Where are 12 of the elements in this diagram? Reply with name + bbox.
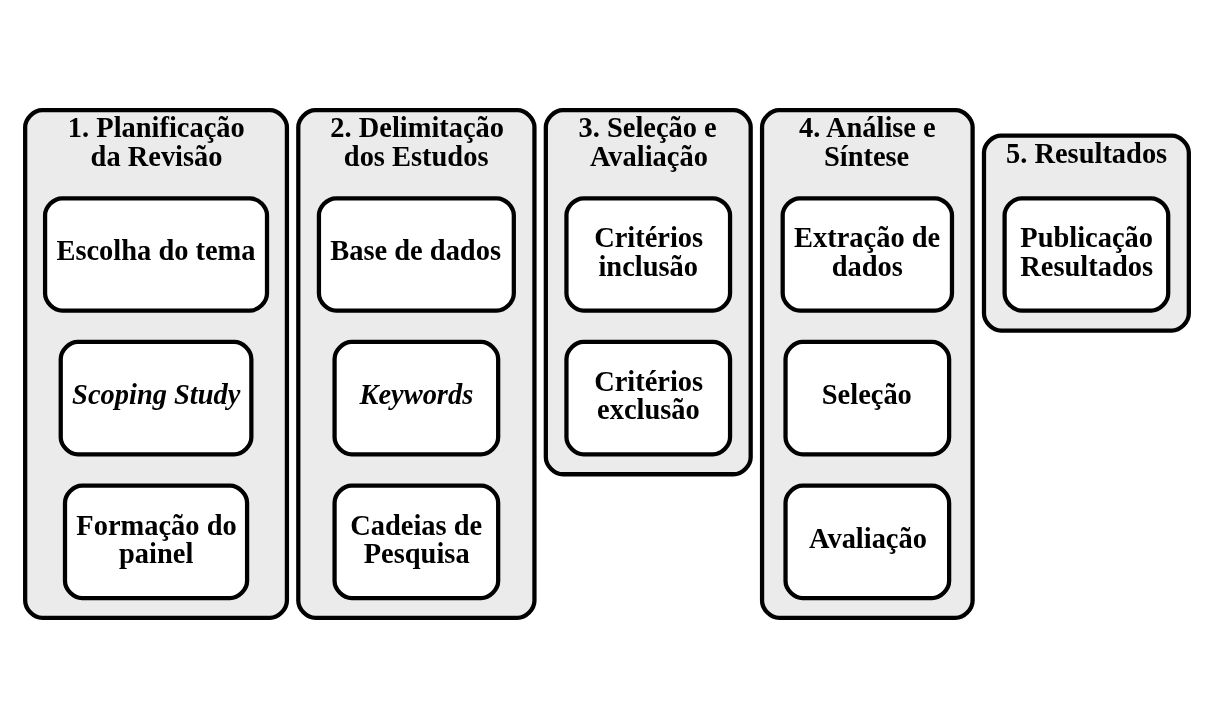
node-box: Cadeias de Pesquisa: [332, 483, 501, 601]
node-box: Critérios exclusão: [564, 339, 733, 457]
node-box: Escolha do tema: [42, 196, 270, 313]
node-box: Critérios inclusão: [564, 196, 733, 313]
node-box: Seleção: [783, 339, 952, 457]
node-box: Scoping Study: [58, 339, 254, 457]
node-box: Publicação Resultados: [1002, 196, 1171, 313]
node-box: Base de dados: [316, 196, 516, 313]
node-box: Formação do painel: [62, 483, 250, 601]
node-box: Avaliação: [783, 483, 952, 601]
node-box: Extração de dados: [780, 196, 955, 313]
node-box: Keywords: [332, 339, 501, 457]
